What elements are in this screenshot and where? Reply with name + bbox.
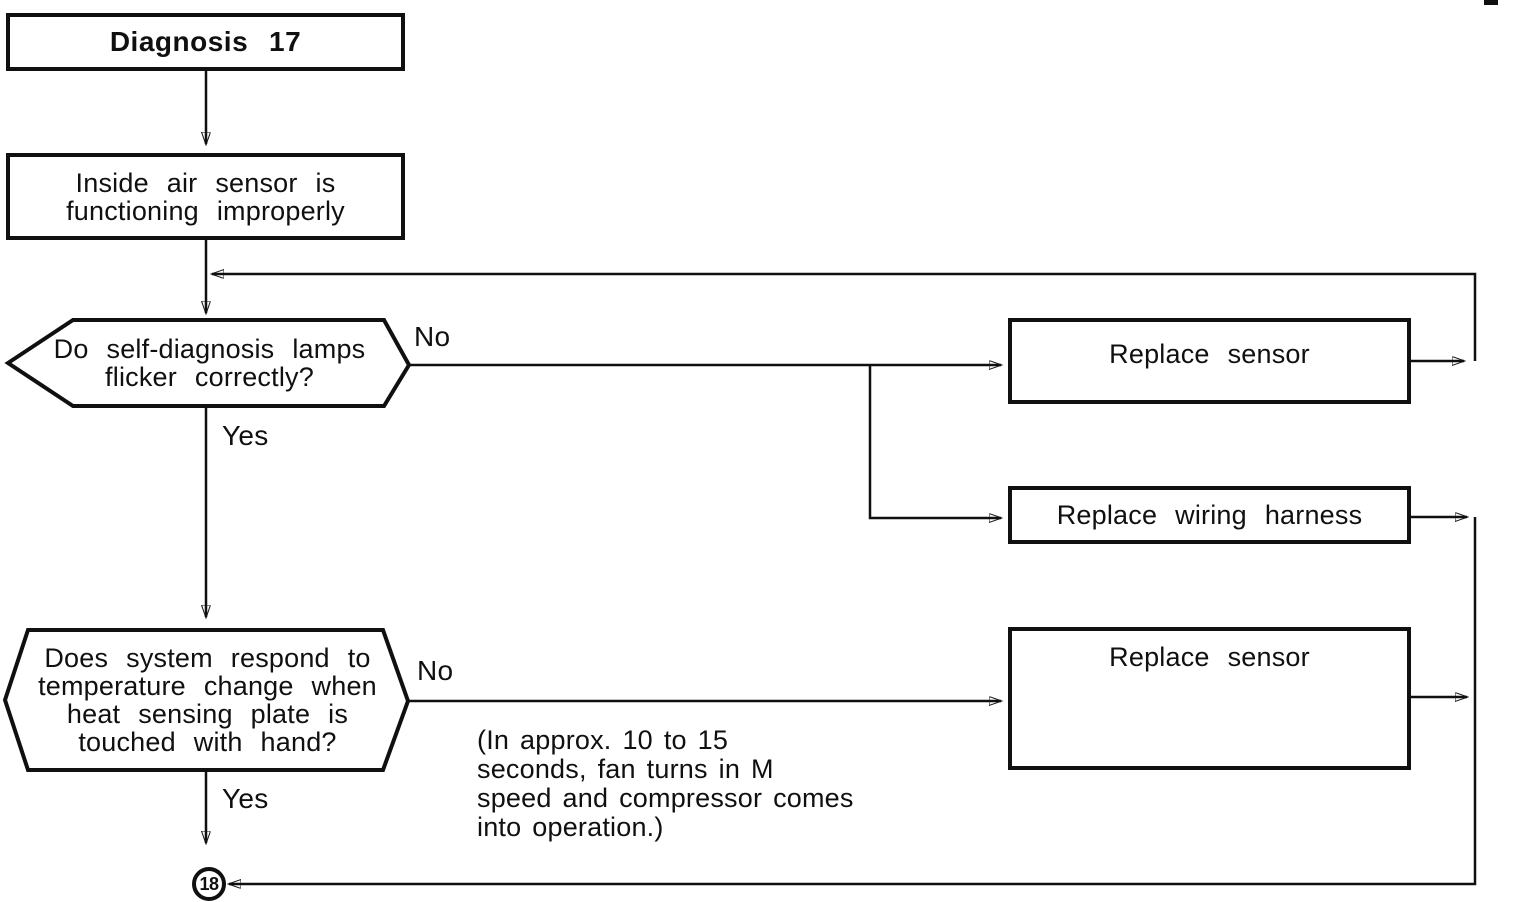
decision2-no-label: No [417, 655, 454, 686]
edge-junction-to-connector [229, 517, 1477, 884]
decision2-hexagon [2, 628, 411, 772]
replace-wiring-harness-label: Replace wiring harness [1056, 500, 1363, 530]
edge-branch-to-wiring [868, 365, 1001, 518]
decision1-hexagon [4, 318, 412, 408]
decision1-yes-label: Yes [222, 420, 269, 451]
timing-note: (In approx. 10 to 15 seconds, fan turns … [477, 725, 854, 842]
replace-sensor-1-label: Replace sensor [1109, 339, 1310, 369]
page-edge-mark [1484, 0, 1498, 5]
decision1-question: Do self-diagnosis lamps flicker correctl… [53, 334, 366, 392]
replace-sensor-box-2: Replace sensor [1008, 627, 1411, 770]
replace-wiring-harness-box: Replace wiring harness [1008, 486, 1411, 544]
diagnosis-title-label: Diagnosis 17 [109, 26, 302, 57]
connector-circle [192, 867, 226, 901]
decision2-question: Does system respond to temperature chang… [38, 643, 377, 757]
diagnosis-title-box: Diagnosis 17 [6, 13, 405, 71]
decision2-yes-label: Yes [222, 783, 269, 814]
start-box: Inside air sensor is functioning imprope… [6, 153, 405, 240]
replace-sensor-box-1: Replace sensor [1008, 318, 1411, 404]
decision1-no-label: No [414, 321, 451, 352]
start-box-label: Inside air sensor is functioning imprope… [66, 167, 345, 226]
edge-feedback-top [212, 274, 1477, 361]
replace-sensor-2-label: Replace sensor [1109, 642, 1310, 672]
connector-18-label: 18 [199, 873, 219, 894]
